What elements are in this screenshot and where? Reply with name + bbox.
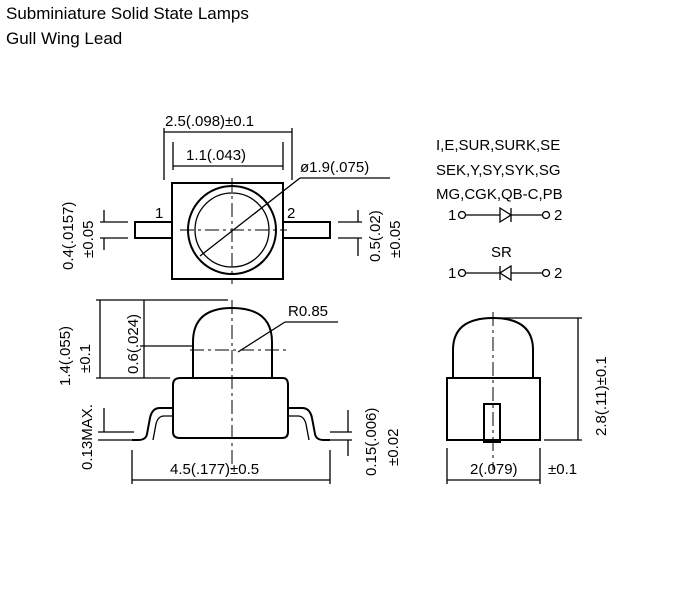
dim-end-height: 2.8(.11)±0.1	[593, 356, 610, 436]
dim-dome-height: 0.6(.024)	[125, 314, 142, 374]
page-subtitle: Gull Wing Lead	[6, 29, 123, 48]
dim-standoff: 0.13MAX.	[79, 404, 96, 470]
dim-lens-height: 1.4(.055)	[57, 326, 74, 386]
lead-side-right	[288, 407, 330, 441]
lead-left	[134, 221, 172, 239]
normal-pin-right: 2	[554, 207, 562, 224]
dim-lead-width-left-tol: ±0.05	[80, 221, 97, 258]
normal-pin-left: 1	[448, 207, 456, 224]
side-body	[172, 377, 289, 439]
reverse-pin-right: 2	[554, 265, 562, 282]
top-view: 1 2 2.5(.098)±0.1 1.1(.043) ø1.9(.075) 0…	[60, 113, 404, 284]
reverse-label: SR	[491, 244, 512, 261]
dim-lead-thickness: 0.15(.006)	[363, 408, 380, 476]
side-view: R0.85 1.4(.055) ±0.1 0.6(.024) 0.13MAX. …	[57, 299, 402, 484]
dim-radius: R0.85	[288, 303, 328, 320]
dim-lead-width-right: 0.5(.02)	[367, 210, 384, 262]
dim-lens-width: 1.1(.043)	[186, 147, 246, 164]
diode-symbol-reverse	[498, 264, 512, 282]
codes-line-3: MG,CGK,QB-C,PB	[436, 186, 563, 203]
top-view-body	[171, 182, 284, 280]
dim-end-width-tol: ±0.1	[548, 461, 577, 478]
dim-lens-diameter: ø1.9(.075)	[300, 159, 369, 176]
dim-lens-height-tol: ±0.1	[77, 344, 94, 373]
codes-line-1: I,E,SUR,SURK,SE	[436, 137, 560, 154]
lead-right	[283, 221, 331, 239]
codes-line-2: SEK,Y,SY,SYK,SG	[436, 162, 561, 179]
dim-lead-width-right-tol: ±0.05	[387, 221, 404, 258]
end-lead-stub	[483, 403, 501, 443]
dim-lead-width-left: 0.4(.0157)	[60, 202, 77, 270]
lead-side-left	[132, 407, 173, 441]
end-view: 2.8(.11)±0.1 2(.079) ±0.1	[446, 312, 610, 484]
pin2-label: 2	[287, 205, 295, 222]
diode-symbol-normal	[499, 206, 513, 224]
reverse-pin-left: 1	[448, 265, 456, 282]
dim-body-width: 2.5(.098)±0.1	[165, 113, 254, 130]
polarity-legend: I,E,SUR,SURK,SE SEK,Y,SY,SYK,SG MG,CGK,Q…	[436, 137, 563, 282]
dim-lead-thickness-tol: ±0.02	[385, 429, 402, 466]
dim-overall-length: 4.5(.177)±0.5	[170, 461, 259, 478]
pin1-label: 1	[155, 205, 163, 222]
page-title: Subminiature Solid State Lamps	[6, 4, 249, 23]
dim-end-width: 2(.079)	[470, 461, 518, 478]
